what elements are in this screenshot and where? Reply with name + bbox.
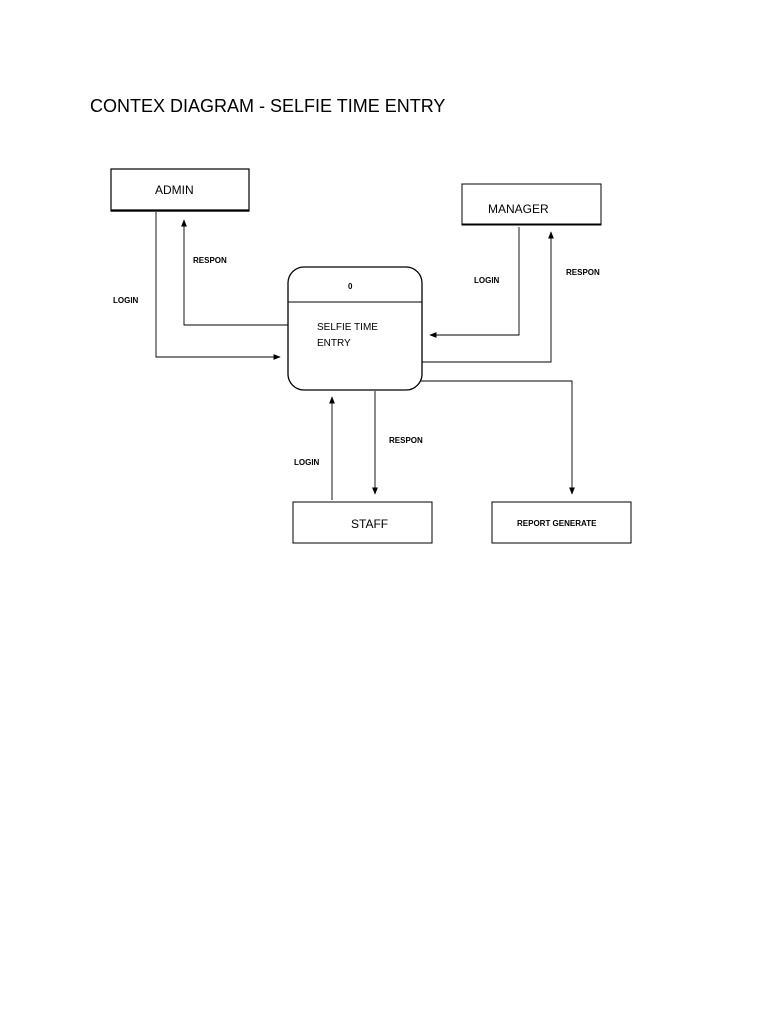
manager-respon-flow [422,231,554,363]
staff-respon-label: RESPON [389,436,423,445]
admin-label: ADMIN [155,183,194,197]
manager-entity: MANAGER [461,183,602,226]
process-selfie-time-entry: 0 SELFIE TIME ENTRY [287,266,423,391]
staff-login-label: LOGIN [294,458,320,467]
manager-respon-label: RESPON [566,268,600,277]
process-number: 0 [348,282,353,291]
report-flow [420,380,575,495]
manager-login-flow [429,227,520,338]
report-generate-entity: REPORT GENERATE [491,501,632,544]
admin-login-label: LOGIN [113,296,139,305]
admin-respon-label: RESPON [193,256,227,265]
report-generate-label: REPORT GENERATE [517,519,597,528]
admin-respon-flow [181,219,288,326]
manager-login-label: LOGIN [474,276,500,285]
admin-login-flow [155,212,281,360]
process-name-line2: ENTRY [317,338,351,349]
admin-entity: ADMIN [110,168,250,212]
staff-entity: STAFF [292,501,433,544]
diagram-title: CONTEX DIAGRAM - SELFIE TIME ENTRY [90,96,445,116]
manager-label: MANAGER [488,202,549,216]
staff-label: STAFF [351,517,388,531]
process-name-line1: SELFIE TIME [317,322,378,333]
